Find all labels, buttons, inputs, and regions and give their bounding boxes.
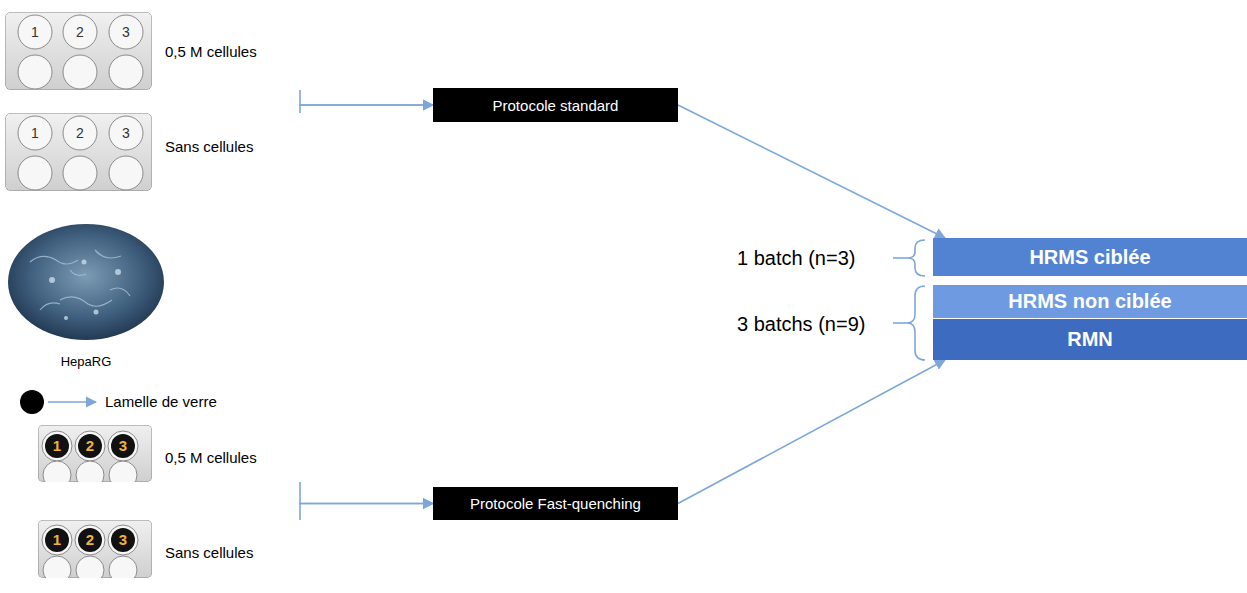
well-plate <box>5 113 152 191</box>
well-number: 2 <box>80 532 100 548</box>
protocol-box: Protocole standard <box>433 88 678 122</box>
analysis-text: HRMS ciblée <box>1029 246 1150 269</box>
well-number: 3 <box>113 438 133 454</box>
well-number: 1 <box>25 125 45 141</box>
well-plate: 1 2 3Sans cellules <box>5 113 303 191</box>
analysis-text: RMN <box>1067 328 1113 351</box>
well-number: 3 <box>116 24 136 40</box>
well-plate: 123Sans cellules <box>38 520 303 578</box>
protocol-text: Protocole Fast-quenching <box>470 495 641 512</box>
flow-arrow <box>678 360 945 504</box>
flow-arrow <box>300 105 433 113</box>
well-number: 2 <box>70 24 90 40</box>
image-label: HepaRG <box>6 354 166 370</box>
well-plate <box>38 520 152 578</box>
bracket <box>893 286 925 360</box>
analysis-text: HRMS non ciblée <box>1008 290 1171 313</box>
analysis-band: HRMS ciblée <box>933 238 1247 276</box>
flow-arrow <box>300 90 433 105</box>
leader-arrow <box>48 401 96 403</box>
plate-caption: 0,5 M cellules <box>165 449 257 467</box>
batch-label: 1 batch (n=3) <box>737 246 855 270</box>
well-plate: 1 2 3 0,5 M cellules <box>5 12 303 90</box>
batch-label: 3 batchs (n=9) <box>737 312 865 336</box>
analysis-band: RMN <box>933 318 1247 360</box>
legend-note: Lamelle de verre <box>105 393 217 411</box>
well-plate <box>5 12 152 90</box>
plate-caption: 0,5 M cellules <box>165 43 257 61</box>
coverslip-symbol <box>20 390 44 414</box>
well-number: 2 <box>80 438 100 454</box>
well-number: 1 <box>25 24 45 40</box>
plate-caption: Sans cellules <box>165 544 253 562</box>
cell-micrograph <box>8 224 164 340</box>
well-plate: 123 0,5 M cellules <box>38 425 303 482</box>
well-number: 2 <box>70 125 90 141</box>
flow-arrow <box>678 105 945 238</box>
flow-arrow <box>300 482 433 504</box>
well-number: 3 <box>116 125 136 141</box>
analysis-band: HRMS non ciblée <box>933 284 1247 318</box>
well-number: 3 <box>113 532 133 548</box>
protocol-text: Protocole standard <box>493 97 619 114</box>
well-number: 1 <box>47 532 67 548</box>
well-plate <box>38 425 152 482</box>
flow-arrow <box>300 504 433 521</box>
bracket <box>893 240 925 276</box>
protocol-box: Protocole Fast-quenching <box>433 487 678 520</box>
well-number: 1 <box>47 438 67 454</box>
plate-caption: Sans cellules <box>165 138 253 156</box>
